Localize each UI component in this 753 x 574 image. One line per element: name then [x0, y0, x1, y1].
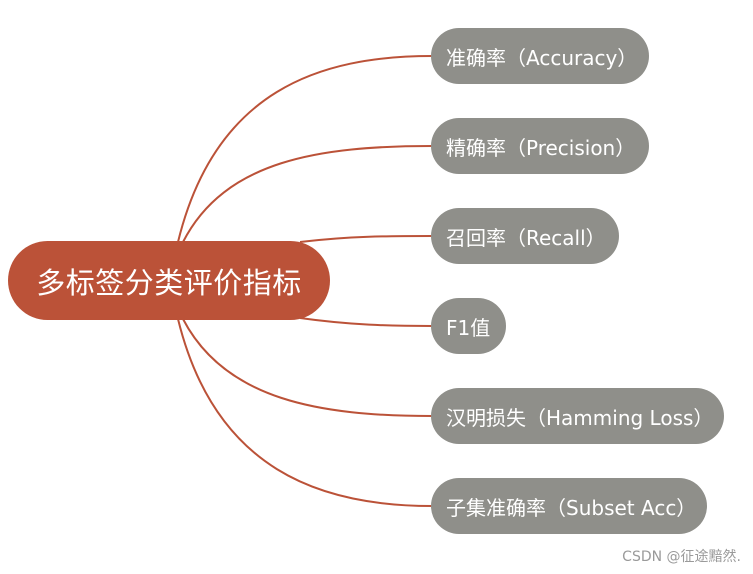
- branch-node-label: 召回率（Recall）: [446, 225, 606, 250]
- branch-node-label: 汉明损失（Hamming Loss）: [446, 405, 714, 430]
- branch-node-accuracy[interactable]: 准确率（Accuracy）: [431, 28, 649, 84]
- branch-node-label: 精确率（Precision）: [446, 135, 636, 160]
- branch-node-label: 子集准确率（Subset Acc）: [446, 495, 697, 520]
- watermark: CSDN @征途黯然.: [622, 549, 741, 565]
- connector-precision: [182, 145, 433, 243]
- root-node-multilabel-metrics[interactable]: 多标签分类评价指标: [8, 241, 330, 320]
- root-node-label: 多标签分类评价指标: [36, 265, 302, 300]
- branch-node-label: F1值: [446, 315, 491, 340]
- connector-accuracy: [177, 55, 433, 243]
- branch-node-f1[interactable]: F1值: [431, 298, 506, 354]
- connector-f1: [299, 317, 433, 327]
- branch-node-hamming-loss[interactable]: 汉明损失（Hamming Loss）: [431, 388, 724, 444]
- branch-node-precision[interactable]: 精确率（Precision）: [431, 118, 649, 174]
- connector-hamming-loss: [182, 318, 433, 417]
- branch-node-recall[interactable]: 召回率（Recall）: [431, 208, 619, 264]
- branch-node-label: 准确率（Accuracy）: [446, 45, 638, 70]
- branch-node-subset-acc[interactable]: 子集准确率（Subset Acc）: [431, 478, 707, 534]
- connector-recall: [299, 235, 433, 243]
- connector-subset-acc: [177, 318, 433, 507]
